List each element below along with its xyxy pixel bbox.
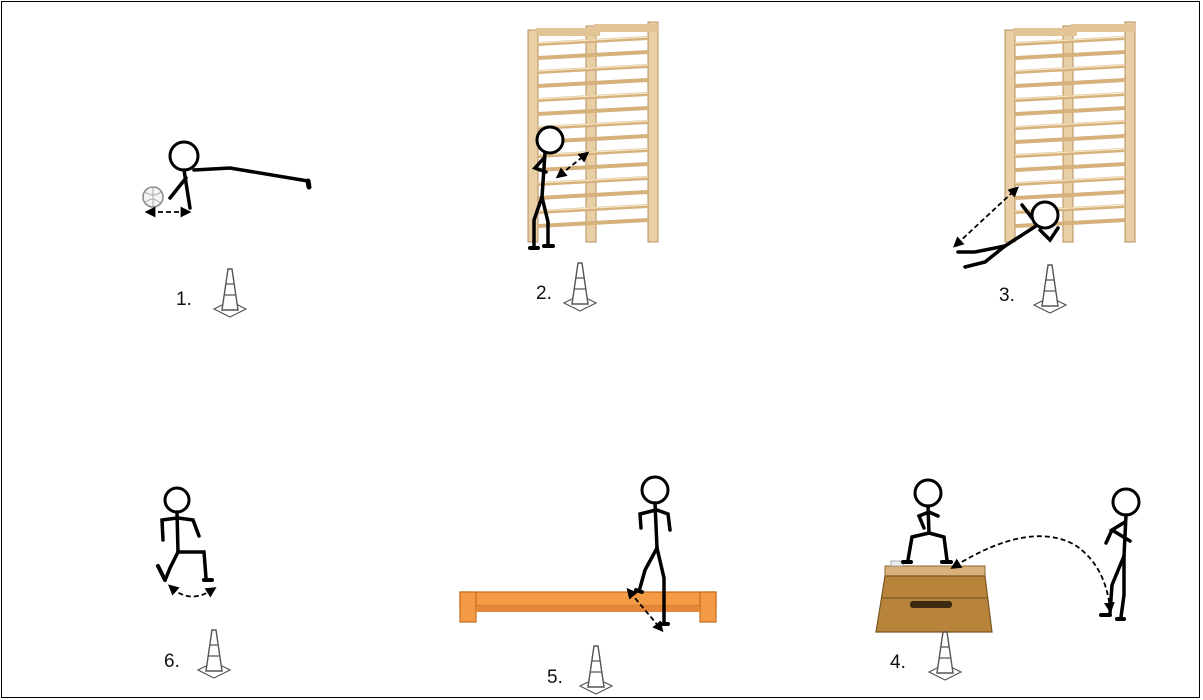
station-6: 6. bbox=[158, 488, 230, 678]
cone-icon bbox=[198, 630, 230, 678]
stick-figure-dribbling bbox=[170, 142, 309, 208]
station-label-5: 5. bbox=[547, 667, 563, 688]
station-label-3: 3. bbox=[999, 285, 1015, 306]
station-1: 1. bbox=[143, 142, 309, 317]
station-4: 4. bbox=[876, 480, 1139, 680]
stick-figure-jumping bbox=[158, 488, 212, 580]
cone-icon bbox=[214, 269, 246, 317]
stick-figure-on-box bbox=[903, 480, 951, 562]
station-label-1: 1. bbox=[176, 289, 192, 310]
station-5: 5. bbox=[460, 477, 716, 694]
station-label-4: 4. bbox=[890, 652, 906, 673]
hop-arrow bbox=[172, 588, 212, 597]
cone-icon bbox=[580, 646, 612, 694]
cone-icon bbox=[564, 263, 596, 311]
cone-icon bbox=[1034, 265, 1066, 313]
station-label-6: 6. bbox=[164, 651, 180, 672]
bench bbox=[460, 592, 716, 622]
reach-arrow bbox=[560, 155, 585, 175]
ball-icon bbox=[143, 187, 163, 207]
station-label-2: 2. bbox=[536, 283, 552, 304]
vaulting-box bbox=[876, 561, 992, 632]
station-2: 2. bbox=[528, 22, 658, 311]
stick-figure-approaching bbox=[1101, 489, 1139, 619]
cone-icon bbox=[929, 632, 961, 680]
station-3: 3. bbox=[957, 22, 1135, 313]
